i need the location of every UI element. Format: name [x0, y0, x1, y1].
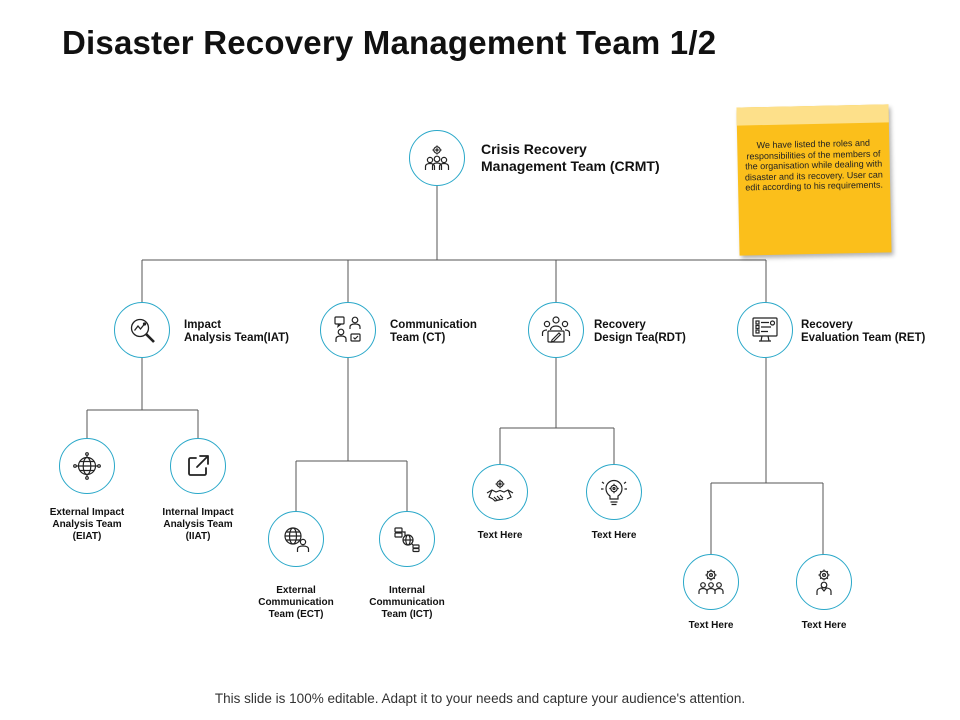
globe-network-icon [73, 452, 101, 480]
sticky-note: We have listed the roles and responsibil… [736, 104, 892, 256]
rdt-node [528, 302, 584, 358]
iiat-label: Internal Impact Analysis Team (IIAT) [162, 507, 234, 542]
ct-label: Communication Team (CT) [390, 319, 477, 344]
iat-node [114, 302, 170, 358]
evaluation-screen-icon [752, 317, 778, 342]
ret-sub-1-node [683, 554, 739, 610]
crmt-label: Crisis Recovery Management Team (CRMT) [481, 141, 660, 174]
iat-label: Impact Analysis Team(IAT) [184, 319, 290, 344]
sticky-note-text: We have listed the roles and responsibil… [744, 137, 884, 193]
ct-node [320, 302, 376, 358]
rdt-sub-1-label: Text Here [477, 530, 523, 541]
globe-person-icon [284, 527, 310, 552]
ict-label: Internal Communication Team (ICT) [369, 585, 445, 620]
rdt-label: Recovery Design Tea(RDT) [594, 319, 686, 344]
team-gear-icon [424, 145, 450, 170]
page-title: Disaster Recovery Management Team 1/2 [62, 24, 717, 61]
footer-text: This slide is 100% editable. Adapt it to… [214, 691, 746, 706]
design-group-icon [541, 316, 571, 343]
handshake-gear-icon [486, 479, 514, 502]
ict-node [379, 511, 435, 567]
crmt-node [409, 130, 465, 186]
ect-node [268, 511, 324, 567]
chat-people-icon [334, 316, 361, 342]
chart-magnifier-icon [130, 318, 155, 343]
rdt-sub-2-label: Text Here [591, 530, 637, 541]
ret-node [737, 302, 793, 358]
eiat-label: External Impact Analysis Team (EIAT) [49, 507, 125, 542]
rdt-sub-2-node [586, 464, 642, 520]
ret-sub-1-label: Text Here [688, 620, 734, 631]
gear-team-icon [698, 569, 724, 594]
ect-label: External Communication Team (ECT) [258, 585, 334, 620]
ret-label: Recovery Evaluation Team (RET) [801, 319, 926, 344]
ret-sub-2-label: Text Here [801, 620, 847, 631]
iiat-node [170, 438, 226, 494]
rdt-sub-1-node [472, 464, 528, 520]
eiat-node [59, 438, 115, 494]
external-link-icon [188, 455, 209, 476]
person-gear-icon [816, 569, 832, 595]
lightbulb-gear-icon [601, 479, 627, 506]
ret-sub-2-node [796, 554, 852, 610]
sticky-note-tape [736, 104, 889, 126]
network-globe-icon [394, 527, 420, 553]
